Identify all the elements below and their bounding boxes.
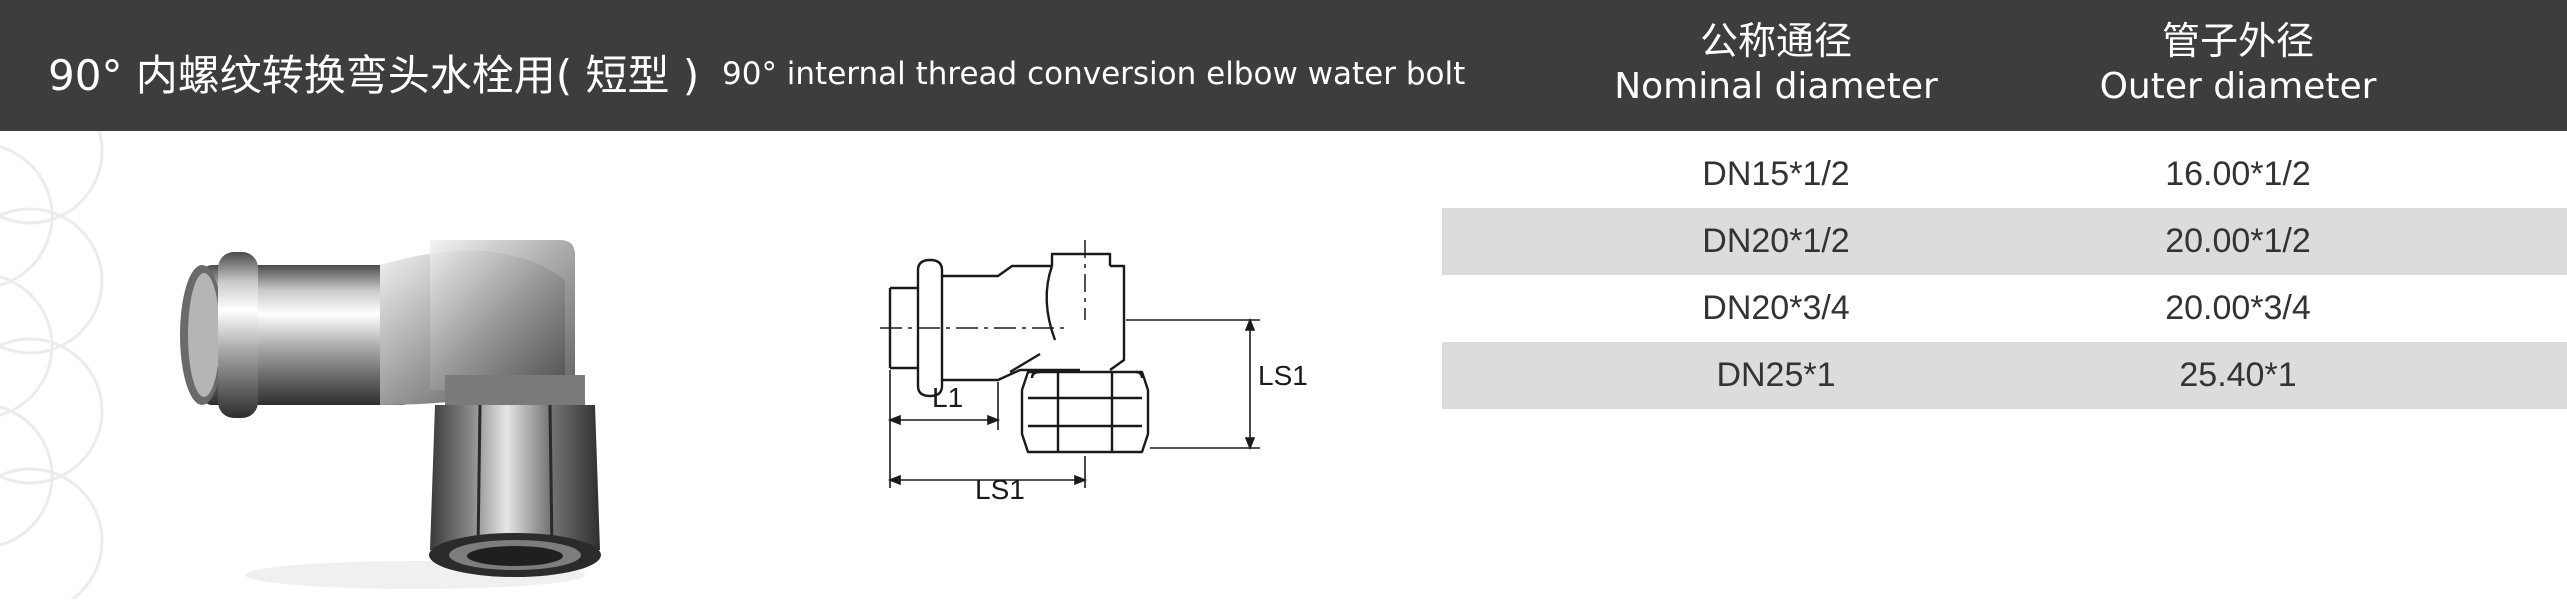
outer-diameter-cell: 16.00*1/2 — [2165, 155, 2311, 193]
column-header-outer-cn: 管子外径 — [2161, 19, 2314, 63]
dimension-label-l1: L1 — [932, 382, 964, 413]
elbow-fitting-photo — [180, 240, 601, 589]
technical-drawing — [880, 240, 1260, 488]
column-header-outer-en: Outer diameter — [2099, 66, 2377, 107]
dimension-label-ls1-bottom: LS1 — [975, 474, 1025, 505]
outer-diameter-cell: 20.00*3/4 — [2165, 289, 2311, 327]
nominal-diameter-cell: DN20*3/4 — [1702, 289, 1850, 327]
decorative-circle-pattern — [0, 131, 104, 599]
outer-diameter-cell: 20.00*1/2 — [2165, 222, 2311, 260]
specification-table: DN15*1/2 16.00*1/2 DN20*1/2 20.00*1/2 DN… — [1442, 141, 2567, 409]
product-title-chinese: 90° 内螺纹转换弯头水栓用( 短型 ) — [48, 51, 700, 100]
outer-diameter-cell: 25.40*1 — [2179, 356, 2297, 394]
table-row: DN20*3/4 20.00*3/4 — [1442, 275, 2567, 342]
nominal-diameter-cell: DN15*1/2 — [1702, 155, 1850, 193]
nominal-diameter-cell: DN25*1 — [1716, 356, 1836, 394]
table-row: DN25*1 25.40*1 — [1442, 342, 2567, 409]
table-row: DN15*1/2 16.00*1/2 — [1442, 141, 2567, 208]
product-title-english: 90° internal thread conversion elbow wat… — [722, 56, 1466, 92]
nominal-diameter-cell: DN20*1/2 — [1702, 222, 1850, 260]
column-header-outer-diameter: 管子外径 Outer diameter — [2018, 18, 2458, 110]
column-header-nominal-cn: 公称通径 — [1699, 19, 1852, 63]
table-row: DN20*1/2 20.00*1/2 — [1442, 208, 2567, 275]
column-header-nominal-diameter: 公称通径 Nominal diameter — [1556, 18, 1996, 110]
column-header-nominal-en: Nominal diameter — [1614, 66, 1938, 107]
dimension-label-ls1-side: LS1 — [1258, 360, 1308, 391]
header-bar: 90° 内螺纹转换弯头水栓用( 短型 ) 90° internal thread… — [0, 0, 2567, 131]
